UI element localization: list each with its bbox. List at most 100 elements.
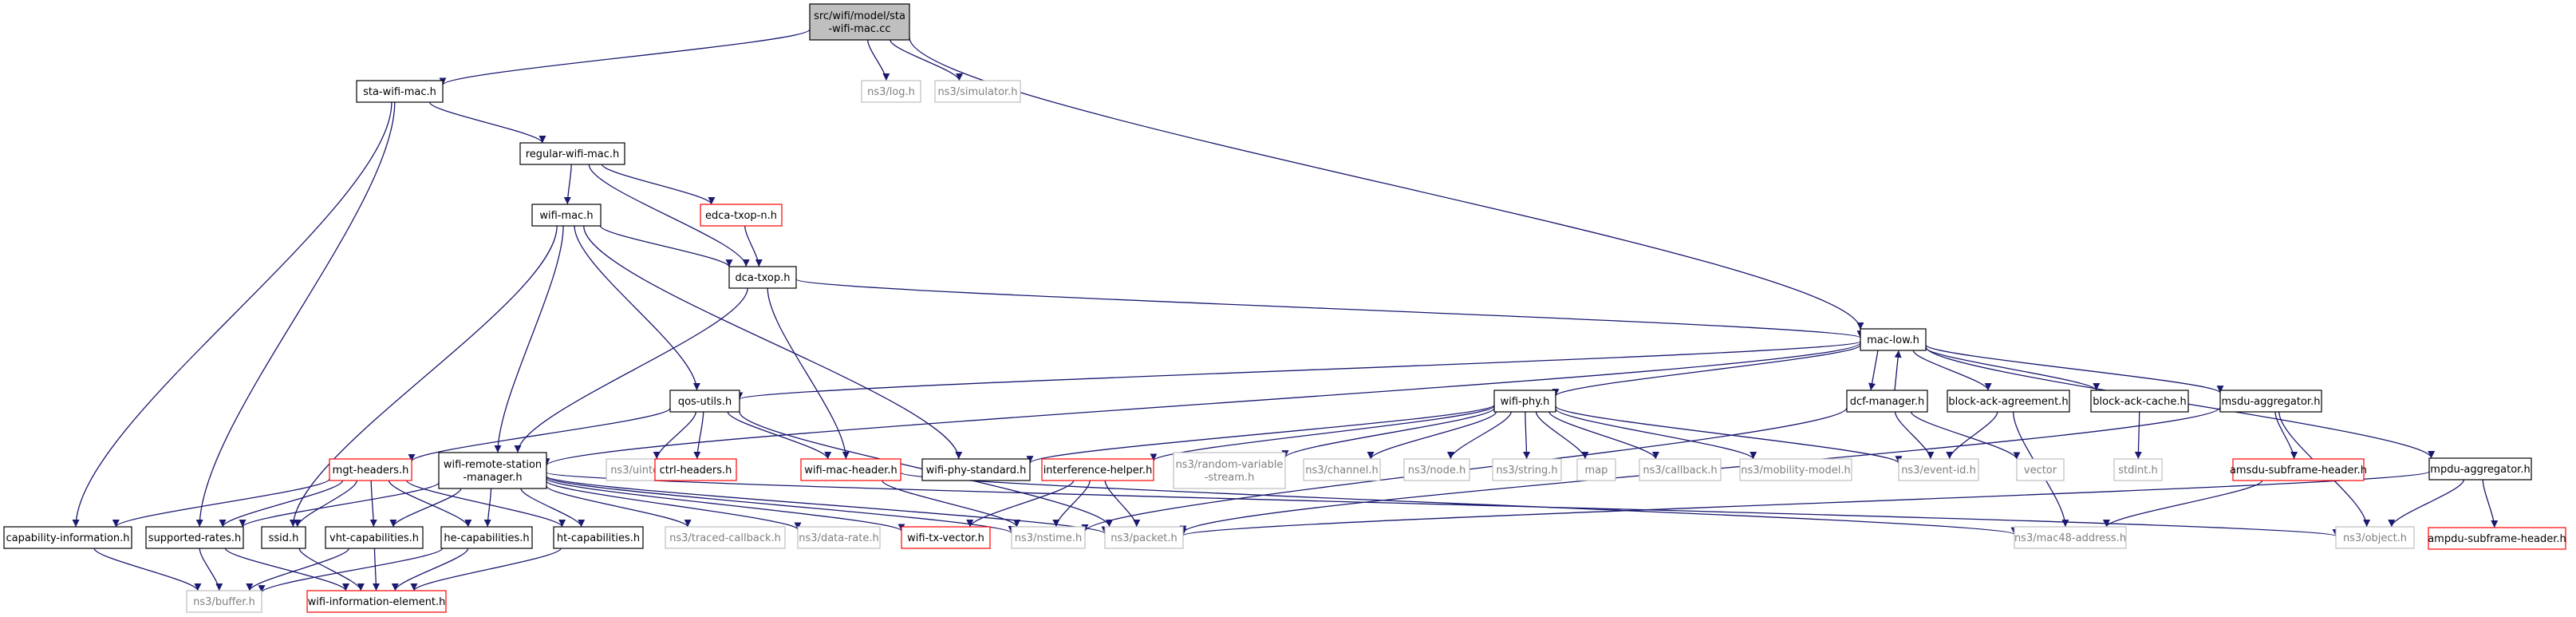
node-box-ns3-nstime [1011,526,1086,549]
node-label-ns3-data-rate: ns3/data-rate.h [799,532,878,544]
node-box-mgt-headers [329,458,412,481]
node-vector[interactable]: vector [2016,458,2065,481]
node-ns3-string[interactable]: ns3/string.h [1492,458,1562,481]
node-block-ack-cache[interactable]: block-ack-cache.h [2090,390,2189,413]
edge-wifi-phy-to-interference-helper [1150,405,1495,461]
edge-wifi-phy-to-wifi-phy-standard [1026,404,1495,464]
node-label-vht-capabilities: vht-capabilities.h [329,532,419,544]
node-label-qos-utils: qos-utils.h [678,396,732,408]
edge-mgt-headers-to-ht-capabilities [406,480,566,528]
edge-dcf-manager-to-mac-low [1894,350,1902,391]
node-msdu-aggregator[interactable]: msdu-aggregator.h [2219,390,2322,413]
node-label-ns3-mac48-address: ns3/mac48-address.h [2014,532,2126,544]
node-label-wifi-mac-header: wifi-mac-header.h [804,465,897,477]
edge-mgt-headers-to-supported-rates [219,480,344,528]
node-wifi-phy-standard[interactable]: wifi-phy-standard.h [921,458,1031,481]
edge-mgt-headers-to-capability-information [112,478,330,528]
node-edca-txop-n[interactable]: edca-txop-n.h [700,204,783,227]
node-ns3-node[interactable]: ns3/node.h [1403,458,1470,481]
node-sta-wifi-mac[interactable]: sta-wifi-mac.h [356,80,444,103]
node-wifi-phy[interactable]: wifi-phy.h [1493,390,1556,413]
node-box-regular-wifi-mac [519,142,625,165]
node-wifi-tx-vector[interactable]: wifi-tx-vector.h [901,526,991,549]
node-ns3-event-id[interactable]: ns3/event-id.h [1898,458,1979,481]
node-stdint[interactable]: stdint.h [2113,458,2163,481]
node-map[interactable]: map [1576,458,1616,481]
node-label-ns3-event-id: ns3/event-id.h [1901,465,1976,477]
node-ssid[interactable]: ssid.h [261,526,306,549]
node-box-interference-helper [1041,458,1154,481]
node-label-supported-rates: supported-rates.h [148,532,241,544]
node-wifi-remote-station-manager[interactable]: wifi-remote-station-manager.h [438,452,547,489]
edge-wifi-remote-station-manager-to-ns3-packet [546,475,1109,535]
node-mpdu-aggregator[interactable]: mpdu-aggregator.h [2428,457,2532,481]
edge-wifi-remote-station-manager-to-supported-rates [239,482,440,528]
node-label-ns3-mobility-model: ns3/mobility-model.h [1741,465,1850,477]
edge-supported-rates-to-wifi-information-element [224,548,349,591]
edge-mgt-headers-to-ssid [294,480,357,528]
edge-dca-txop-to-wifi-mac-header [767,287,850,460]
node-label-wifi-mac: wifi-mac.h [539,210,593,222]
node-box-root [809,3,910,41]
node-wifi-mac-header[interactable]: wifi-mac-header.h [800,458,901,481]
edge-interference-helper-to-wifi-tx-vector [966,480,1075,528]
node-wifi-information-element[interactable]: wifi-information-element.h [306,590,447,613]
node-regular-wifi-mac[interactable]: regular-wifi-mac.h [519,142,625,165]
node-ht-capabilities[interactable]: ht-capabilities.h [553,526,644,549]
node-label-dca-txop: dca-txop.h [735,272,790,284]
node-wifi-mac[interactable]: wifi-mac.h [531,204,602,227]
edge-mac-low-to-block-ack-agreement [1912,350,1992,391]
node-label-ns3-log: ns3/log.h [867,86,915,98]
node-label-mpdu-aggregator: mpdu-aggregator.h [2430,464,2530,476]
node-capability-information[interactable]: capability-information.h [3,526,132,549]
node-dca-txop[interactable]: dca-txop.h [728,266,797,289]
edge-regular-wifi-mac-to-edca-txop-n [601,164,716,205]
node-label-stdint: stdint.h [2118,465,2157,477]
node-ns3-mobility-model[interactable]: ns3/mobility-model.h [1739,458,1852,481]
edge-dca-txop-to-wifi-remote-station-manager [514,287,748,453]
node-ns3-random-variable-stream[interactable]: ns3/random-variable-stream.h [1173,452,1286,489]
node-ns3-callback[interactable]: ns3/callback.h [1639,458,1722,481]
node-ns3-nstime[interactable]: ns3/nstime.h [1011,526,1086,549]
node-ns3-traced-callback[interactable]: ns3/traced-callback.h [665,526,786,549]
node-mac-low[interactable]: mac-low.h [1860,328,1927,351]
node-box-ht-capabilities [553,526,644,549]
node-label-mac-low: mac-low.h [1867,334,1919,346]
node-ns3-object[interactable]: ns3/object.h [2335,526,2415,549]
node-label-ns3-random-variable-stream-line2: -stream.h [1205,472,1255,484]
edge-block-ack-agreement-to-ns3-event-id [1946,411,1998,460]
node-ns3-buffer[interactable]: ns3/buffer.h [186,590,262,613]
node-ampdu-subframe-header[interactable]: ampdu-subframe-header.h [2428,527,2566,550]
node-box-ns3-mobility-model [1739,458,1852,481]
node-ns3-packet[interactable]: ns3/packet.h [1104,526,1184,549]
node-interference-helper[interactable]: interference-helper.h [1041,458,1154,481]
node-ns3-log[interactable]: ns3/log.h [861,80,921,103]
node-ns3-data-rate[interactable]: ns3/data-rate.h [797,526,881,549]
node-box-ns3-log [861,80,921,103]
node-label-map: map [1585,465,1608,477]
node-qos-utils[interactable]: qos-utils.h [669,390,740,413]
node-box-wifi-remote-station-manager [438,452,547,489]
node-ns3-mac48-address[interactable]: ns3/mac48-address.h [2014,526,2127,549]
node-ns3-channel[interactable]: ns3/channel.h [1303,458,1381,481]
node-label-dcf-manager: dcf-manager.h [1850,396,1925,408]
node-block-ack-agreement[interactable]: block-ack-agreement.h [1947,390,2070,413]
node-mgt-headers[interactable]: mgt-headers.h [329,458,412,481]
node-dcf-manager[interactable]: dcf-manager.h [1846,390,1928,413]
node-amsdu-subframe-header[interactable]: amsdu-subframe-header.h [2230,458,2367,481]
node-ctrl-headers[interactable]: ctrl-headers.h [654,458,737,481]
node-label-root-line1: src/wifi/model/sta [814,10,905,22]
edge-root-to-mac-low [909,37,1864,330]
node-box-ns3-buffer [186,590,262,613]
node-ns3-simulator[interactable]: ns3/simulator.h [934,80,1021,103]
edge-qos-utils-to-ns3-uinteger [653,411,696,460]
node-vht-capabilities[interactable]: vht-capabilities.h [325,526,424,549]
node-he-capabilities[interactable]: he-capabilities.h [440,526,533,549]
node-box-ampdu-subframe-header [2428,527,2566,550]
edge-mac-low-to-wifi-phy [1552,344,1861,397]
node-label-edca-txop-n: edca-txop-n.h [705,210,777,222]
node-supported-rates[interactable]: supported-rates.h [145,526,244,549]
node-label-capability-information: capability-information.h [6,532,129,544]
edge-msdu-aggregator-to-amsdu-subframe-header [2274,411,2298,460]
edge-wifi-mac-header-to-ns3-mac48-address [900,472,2018,536]
